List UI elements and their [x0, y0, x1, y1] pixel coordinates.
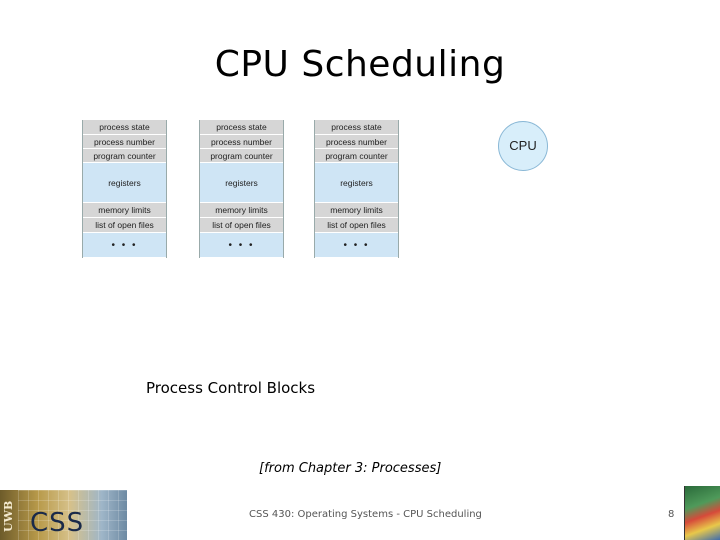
pcb-block-3: process state process number program cou… — [314, 120, 399, 258]
pcb-row-process-number: process number — [315, 135, 398, 149]
pcb-row-process-state: process state — [200, 120, 283, 135]
source-note: [from Chapter 3: Processes] — [259, 461, 442, 476]
logo-grid-pattern — [18, 490, 127, 540]
pcb-row-program-counter: program counter — [83, 149, 166, 163]
pcb-row-registers: registers — [83, 163, 166, 203]
uwb-css-logo: UWB CSS — [0, 490, 127, 540]
pcb-caption: Process Control Blocks — [146, 379, 316, 397]
pcb-row-process-state: process state — [83, 120, 166, 135]
logo-css-text: CSS — [30, 508, 85, 538]
pcb-row-open-files: list of open files — [83, 218, 166, 233]
pcb-row-process-number: process number — [200, 135, 283, 149]
pcb-row-registers: registers — [200, 163, 283, 203]
pcb-row-ellipsis: • • • — [83, 233, 166, 258]
pcb-row-process-number: process number — [83, 135, 166, 149]
pcb-row-program-counter: program counter — [200, 149, 283, 163]
logo-uwb-text: UWB — [2, 500, 15, 532]
pcb-row-ellipsis: • • • — [200, 233, 283, 258]
pcb-row-ellipsis: • • • — [315, 233, 398, 258]
pcb-row-memory-limits: memory limits — [200, 203, 283, 218]
pcb-row-open-files: list of open files — [200, 218, 283, 233]
cpu-circle: CPU — [498, 121, 548, 171]
pcb-block-1: process state process number program cou… — [82, 120, 167, 258]
pcb-row-registers: registers — [315, 163, 398, 203]
pcb-row-program-counter: program counter — [315, 149, 398, 163]
pcb-block-2: process state process number program cou… — [199, 120, 284, 258]
slide-footer: CSS 430: Operating Systems - CPU Schedul… — [249, 509, 482, 520]
book-cover-image — [684, 486, 720, 540]
pcb-row-open-files: list of open files — [315, 218, 398, 233]
slide-title: CPU Scheduling — [214, 44, 506, 85]
pcb-row-memory-limits: memory limits — [315, 203, 398, 218]
page-number: 8 — [668, 509, 675, 520]
pcb-row-process-state: process state — [315, 120, 398, 135]
pcb-row-memory-limits: memory limits — [83, 203, 166, 218]
